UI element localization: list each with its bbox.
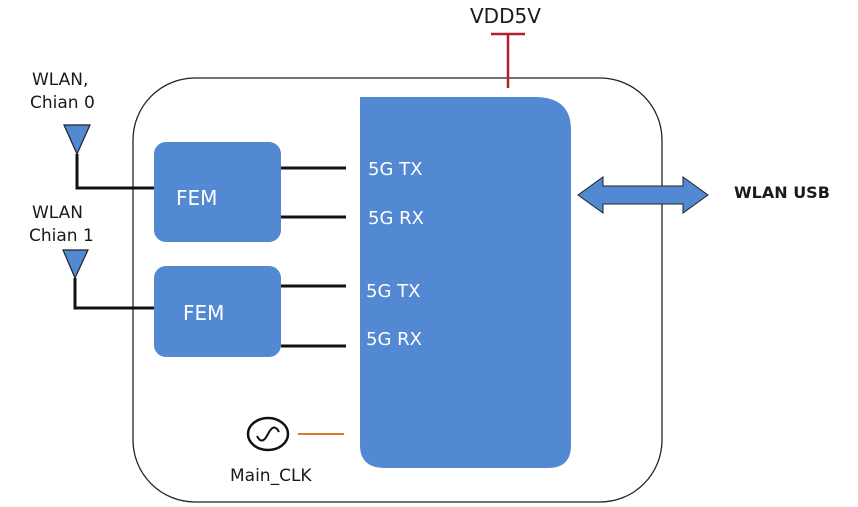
chip-port-rx-0: 5G RX [368, 208, 424, 229]
module-outline [132, 77, 663, 503]
fem-block-0 [154, 142, 281, 242]
antenna-1-icon [62, 249, 89, 280]
fem-0-label: FEM [176, 186, 218, 210]
clock-source-icon [246, 416, 290, 452]
antenna-1-label-line1: WLAN [32, 203, 84, 223]
antenna-1-feed [73, 278, 154, 310]
chip-port-rx-1: 5G RX [366, 329, 422, 350]
sine-wave-icon [256, 426, 280, 442]
antenna-0-label-line1: WLAN, [32, 70, 89, 90]
fem-block-1 [154, 266, 281, 357]
antenna-0-label-line2: Chian 0 [30, 93, 95, 113]
fem-1-label: FEM [183, 301, 225, 325]
antenna-0-feed [75, 154, 154, 190]
chip-port-tx-0: 5G TX [368, 159, 423, 180]
usb-double-arrow-icon [577, 176, 709, 214]
main-chip-block [360, 97, 571, 468]
power-label: VDD5V [470, 4, 541, 28]
interface-label: WLAN USB [734, 183, 830, 202]
clock-label: Main_CLK [230, 466, 312, 486]
antenna-1-label-line2: Chian 1 [29, 226, 94, 246]
antenna-0-icon [63, 124, 91, 156]
chip-port-tx-1: 5G TX [366, 281, 421, 302]
